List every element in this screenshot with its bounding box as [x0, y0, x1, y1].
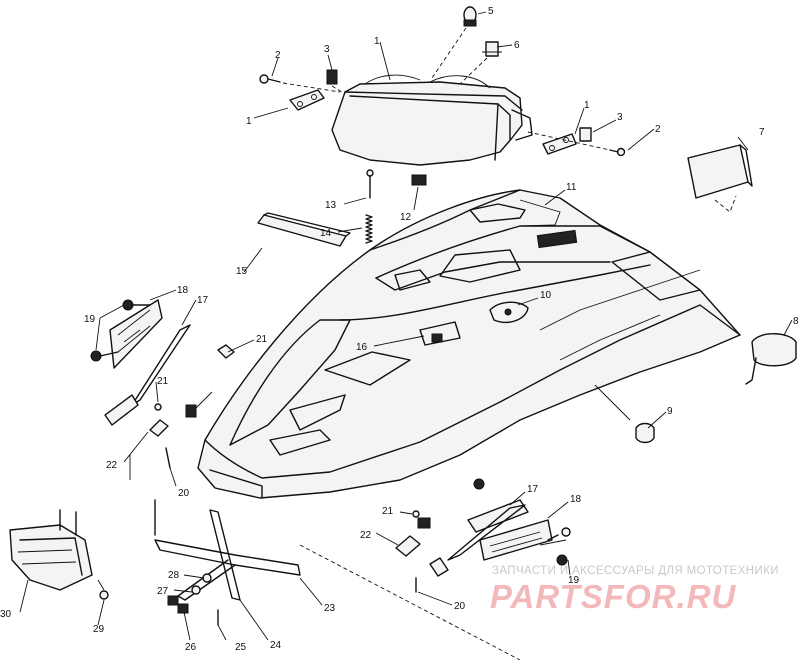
callout-18: 18 — [177, 285, 189, 296]
left-hinge-assembly — [90, 299, 235, 480]
right-hinge-assembly — [395, 478, 571, 593]
callout-16: 16 — [356, 342, 368, 353]
callout-26: 26 — [185, 642, 197, 653]
callout-20: 20 — [454, 601, 466, 612]
callout-21: 21 — [157, 376, 169, 387]
callout-25: 25 — [235, 642, 247, 653]
callout-20: 20 — [178, 488, 190, 499]
callout-23: 23 — [324, 603, 336, 614]
callout-19: 19 — [84, 314, 96, 325]
callout-12: 12 — [400, 212, 412, 223]
bumper-bracket — [154, 499, 521, 660]
headlight-housing — [331, 74, 533, 166]
callout-9: 9 — [667, 406, 673, 417]
hood-11 — [197, 189, 741, 499]
callout-2: 2 — [275, 50, 281, 61]
callout-1: 1 — [584, 100, 590, 111]
callout-22: 22 — [360, 530, 372, 541]
foam-strip-15 — [257, 212, 351, 247]
callout-6: 6 — [514, 40, 520, 51]
callout-24: 24 — [270, 640, 282, 651]
callout-29: 29 — [93, 624, 105, 635]
callout-21: 21 — [382, 506, 394, 517]
callout-30: 30 — [0, 609, 12, 620]
callout-7: 7 — [759, 127, 765, 138]
bulb-5 — [431, 6, 477, 79]
reflector-7 — [687, 144, 753, 213]
callout-11: 11 — [566, 182, 577, 193]
callout-5: 5 — [488, 6, 494, 17]
callout-13: 13 — [325, 200, 337, 211]
callout-18: 18 — [570, 494, 582, 505]
callout-1: 1 — [246, 116, 252, 127]
clip-12 — [411, 174, 427, 186]
callout-17: 17 — [527, 484, 539, 495]
callout-17: 17 — [197, 295, 209, 306]
callout-14: 14 — [320, 228, 332, 239]
shroud-30 — [9, 509, 109, 600]
callout-2: 2 — [655, 124, 661, 135]
callout-22: 22 — [106, 460, 118, 471]
callout-10: 10 — [540, 290, 552, 301]
callout-19: 19 — [568, 575, 580, 586]
watermark-logo: PARTSFOR.RU — [490, 578, 737, 615]
spring-14 — [365, 214, 373, 244]
screw-13 — [366, 169, 374, 199]
callout-1: 1 — [374, 36, 380, 47]
right-headlight-bracket — [527, 127, 626, 157]
callout-15: 15 — [236, 266, 248, 277]
callout-numbers: 5 6 1 2 3 1 1 3 2 7 11 13 12 14 15 10 8 … — [0, 6, 799, 653]
left-headlight-bracket — [259, 69, 346, 111]
callout-3: 3 — [324, 44, 330, 55]
bulb-6 — [459, 41, 502, 85]
grommet-9 — [635, 422, 655, 444]
callout-8: 8 — [793, 316, 799, 327]
watermark-subtitle: ЗАПЧАСТИ И АКСЕССУАРЫ ДЛЯ МОТОТЕХНИКИ — [492, 565, 779, 577]
callout-28: 28 — [168, 570, 180, 581]
mirror-8 — [745, 333, 797, 385]
callout-27: 27 — [157, 586, 169, 597]
callout-21: 21 — [256, 334, 268, 345]
leader-lines — [19, 11, 793, 641]
callout-3: 3 — [617, 112, 623, 123]
